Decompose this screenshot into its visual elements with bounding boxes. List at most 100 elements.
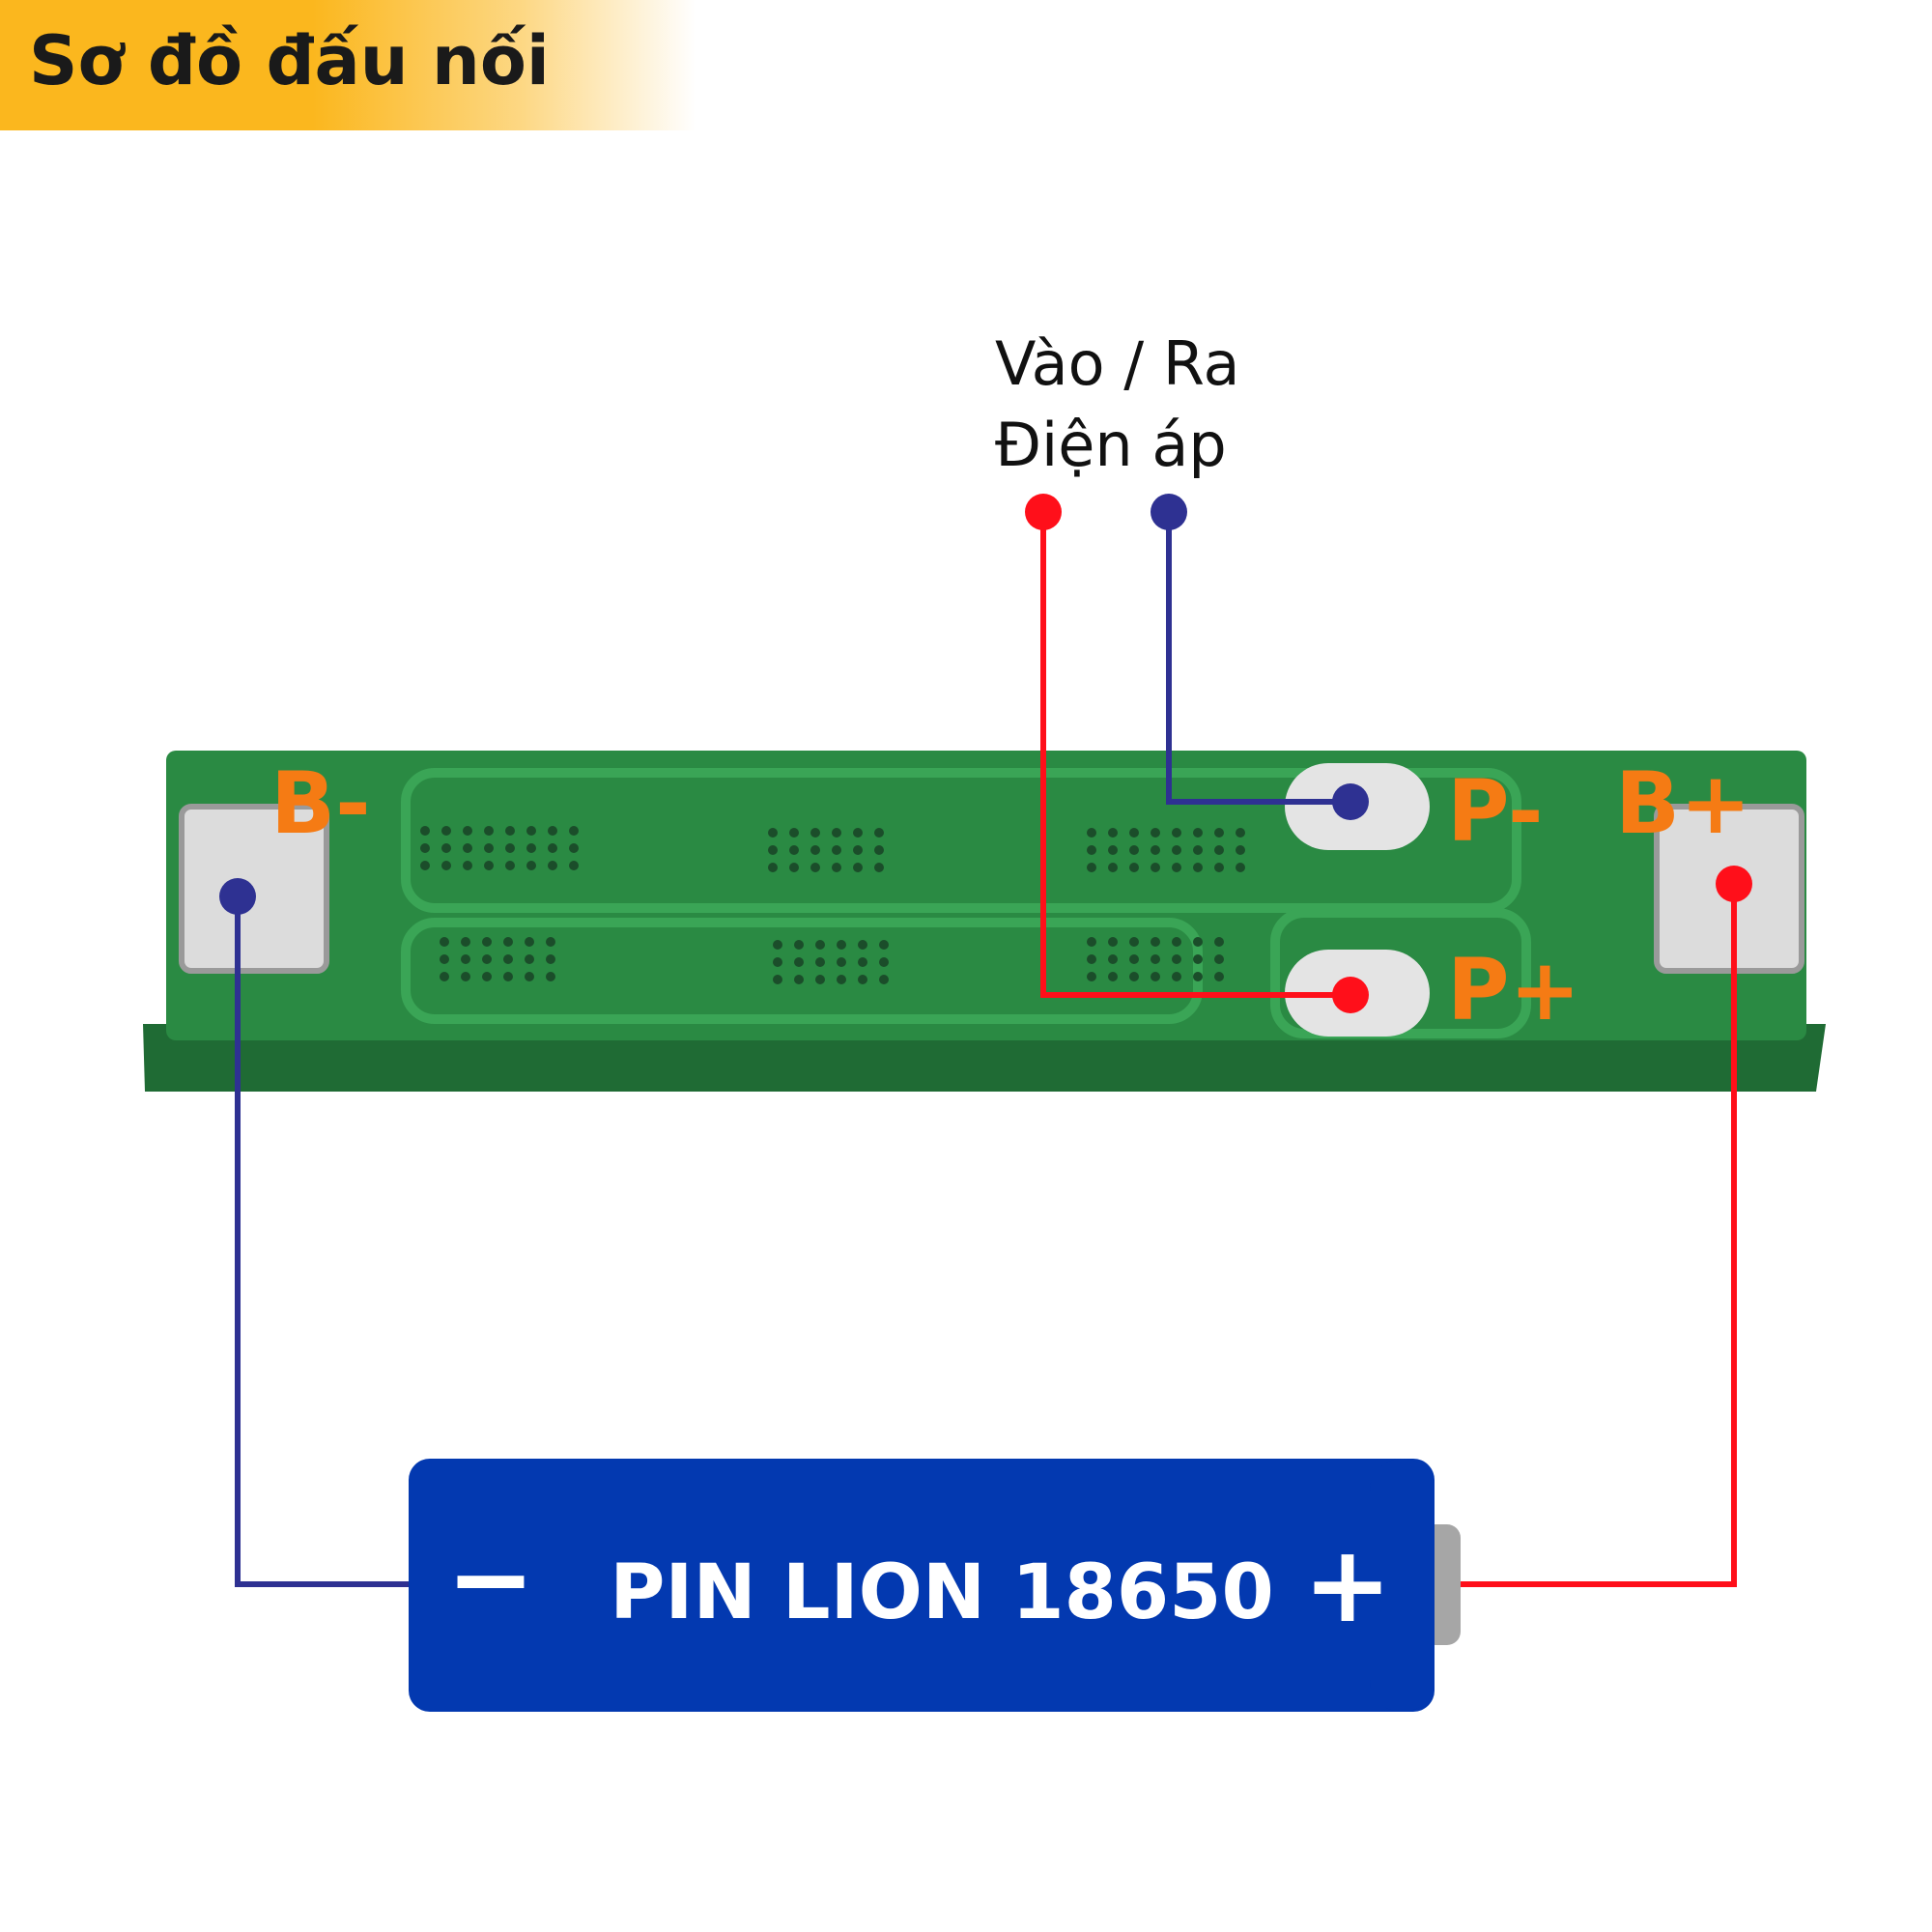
pcb-via — [1108, 972, 1118, 981]
pcb-via — [548, 861, 557, 870]
wire-p-minus — [1166, 512, 1350, 805]
dot-input-plus — [1025, 494, 1062, 530]
pcb-via — [1172, 845, 1181, 855]
pcb-via — [815, 975, 825, 984]
pcb-via — [1087, 828, 1096, 838]
pcb-via — [463, 861, 472, 870]
pcb-via — [569, 861, 579, 870]
pcb-via — [1172, 937, 1181, 947]
pcb-via — [1151, 937, 1160, 947]
pcb-via — [525, 937, 534, 947]
pcb-trace-lower — [401, 918, 1203, 1024]
pcb-via — [1193, 828, 1203, 838]
bms-pcb-board — [143, 751, 1826, 1092]
pcb-via — [461, 972, 470, 981]
pcb-via — [526, 826, 536, 836]
pcb-via — [505, 843, 515, 853]
wires — [235, 512, 1737, 1587]
pcb-via — [789, 845, 799, 855]
battery-body — [409, 1459, 1435, 1712]
pcb-via — [853, 845, 863, 855]
pcb-via — [548, 826, 557, 836]
pcb-via — [1129, 954, 1139, 964]
pcb-via — [525, 972, 534, 981]
pcb-via — [1108, 845, 1118, 855]
pcb-via — [1214, 828, 1224, 838]
page-title: Sơ đồ đấu nối — [29, 21, 550, 100]
battery-label: PIN LION 18650 — [610, 1549, 1273, 1636]
pcb-via — [441, 843, 451, 853]
pcb-via — [569, 843, 579, 853]
pcb-via — [1108, 937, 1118, 947]
pcb-via — [1172, 954, 1181, 964]
pcb-via — [768, 863, 778, 872]
pcb-via — [461, 937, 470, 947]
pcb-via — [794, 940, 804, 950]
pcb-via — [503, 937, 513, 947]
pcb-via — [484, 861, 494, 870]
pcb-via — [773, 975, 782, 984]
pcb-via — [1172, 972, 1181, 981]
pcb-via — [1108, 863, 1118, 872]
pcb-via — [1151, 954, 1160, 964]
label-b-plus: B+ — [1615, 753, 1751, 853]
pcb-via — [440, 937, 449, 947]
pcb-via — [794, 975, 804, 984]
pcb-via — [874, 828, 884, 838]
pcb-via — [441, 826, 451, 836]
pcb-via — [837, 975, 846, 984]
pcb-via — [815, 940, 825, 950]
pcb-via — [858, 957, 867, 967]
pcb-via — [1151, 972, 1160, 981]
pcb-via — [832, 828, 841, 838]
label-b-minus: B- — [270, 753, 371, 853]
battery-minus-symbol: − — [446, 1517, 535, 1640]
battery-end-ring — [1370, 1459, 1435, 1712]
label-p-minus: P- — [1447, 761, 1543, 861]
pcb-via — [773, 940, 782, 950]
pcb-via — [503, 954, 513, 964]
pcb-via — [1151, 863, 1160, 872]
pcb-via — [420, 843, 430, 853]
pcb-via — [1087, 954, 1096, 964]
pcb-via — [484, 843, 494, 853]
pcb-trace-upper — [401, 768, 1521, 913]
pcb-edge — [143, 1024, 1826, 1092]
pcb-via — [789, 863, 799, 872]
battery-18650: − + PIN LION 18650 — [409, 1459, 1461, 1712]
pcb-via-array — [420, 826, 1245, 984]
pcb-via — [768, 845, 778, 855]
pcb-via — [1129, 863, 1139, 872]
wire-b-plus — [1457, 884, 1737, 1587]
pcb-via — [482, 937, 492, 947]
pcb-via — [505, 826, 515, 836]
pcb-via — [1193, 863, 1203, 872]
pcb-via — [526, 843, 536, 853]
wire-b-minus — [235, 896, 411, 1587]
pcb-via — [1172, 828, 1181, 838]
pcb-via — [837, 957, 846, 967]
dot-b-plus — [1716, 866, 1752, 902]
pcb-via — [837, 940, 846, 950]
pcb-via — [1108, 828, 1118, 838]
pcb-via — [810, 845, 820, 855]
pcb-via — [503, 972, 513, 981]
pcb-via — [879, 975, 889, 984]
dot-input-minus — [1151, 494, 1187, 530]
io-label-line2: Điện áp — [995, 410, 1227, 480]
pcb-via — [505, 861, 515, 870]
pcb-via — [1087, 863, 1096, 872]
pcb-via — [463, 826, 472, 836]
pcb-via — [853, 863, 863, 872]
dot-b-minus — [219, 878, 256, 915]
pcb-via — [463, 843, 472, 853]
pcb-via — [1214, 972, 1224, 981]
pcb-via — [420, 861, 430, 870]
pcb-via — [810, 863, 820, 872]
pcb-via — [879, 940, 889, 950]
pcb-via — [526, 861, 536, 870]
pcb-via — [1129, 828, 1139, 838]
pcb-via — [815, 957, 825, 967]
pcb-via — [874, 845, 884, 855]
pcb-via — [832, 845, 841, 855]
